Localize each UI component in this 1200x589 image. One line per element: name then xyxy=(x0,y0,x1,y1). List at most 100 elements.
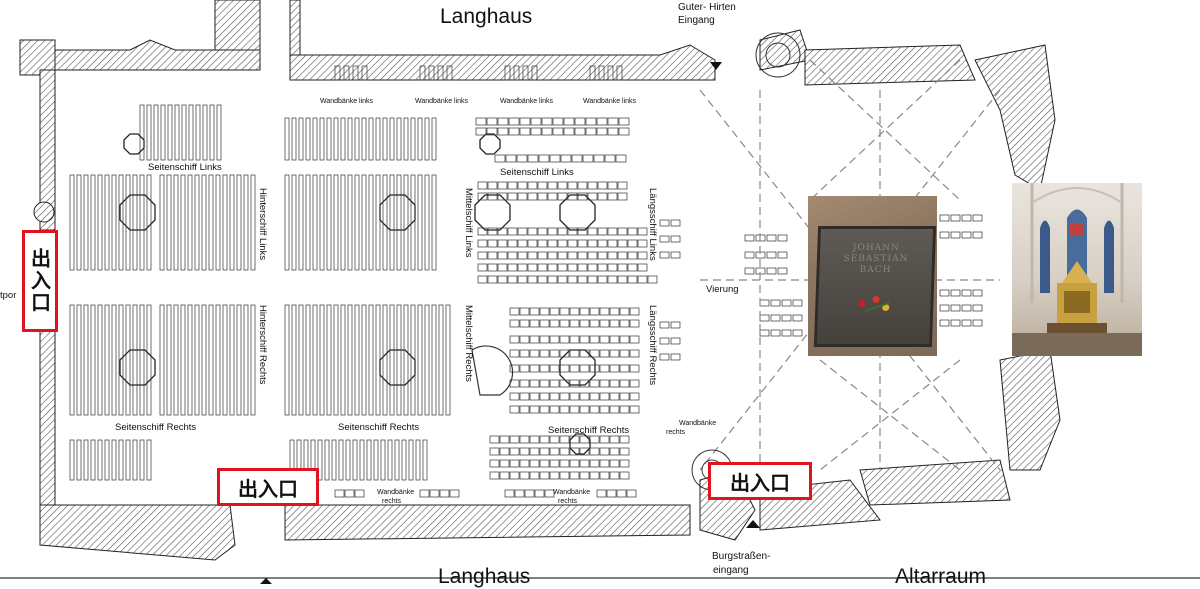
pew xyxy=(477,192,488,201)
pew xyxy=(589,349,600,358)
pew xyxy=(597,239,608,248)
entrance-south-left-marker[interactable]: 出入口 xyxy=(217,468,319,506)
pew xyxy=(617,239,628,248)
pew xyxy=(972,319,983,327)
pew xyxy=(508,117,520,126)
pew xyxy=(97,304,103,416)
pew xyxy=(547,251,558,260)
pew xyxy=(509,392,520,401)
wandbaenke-links-1-label: Wandbänke links xyxy=(320,98,374,105)
pew xyxy=(504,65,511,81)
pew xyxy=(792,299,803,307)
laengsschiff-rechts-label: Längsschiff Rechts xyxy=(647,305,658,386)
seitenschiff-rechts-right-label: Seitenschiff Rechts xyxy=(548,425,630,436)
pew xyxy=(579,471,590,480)
pew xyxy=(326,174,332,271)
pew xyxy=(579,319,590,328)
pew xyxy=(567,251,578,260)
mittelschiff-links-label: Mittelschiff Links xyxy=(463,188,474,258)
pew xyxy=(343,65,350,81)
pew xyxy=(537,239,548,248)
seitenschiff-links-label: Seitenschiff Links xyxy=(148,162,222,173)
pew xyxy=(744,251,755,259)
entrance-west-marker[interactable]: 出入口 xyxy=(22,230,58,332)
pew xyxy=(509,459,520,468)
pew xyxy=(626,489,637,498)
pew xyxy=(609,392,620,401)
pew xyxy=(607,192,618,201)
pew xyxy=(487,251,498,260)
pew xyxy=(537,192,548,201)
wandbaenke-rechts-3b-label: rechts xyxy=(666,429,686,436)
guter-hirten-label: Guter- Hirten xyxy=(678,2,736,13)
pew xyxy=(76,174,82,271)
pew xyxy=(569,435,580,444)
pew xyxy=(604,154,616,163)
langhaus-top-label: Langhaus xyxy=(440,5,533,28)
pew xyxy=(619,319,630,328)
pew xyxy=(396,174,402,271)
pew xyxy=(539,405,550,414)
mittelschiff-rechts-label: Mittelschiff Rechts xyxy=(463,305,474,382)
wandbaenke-links-4-label: Wandbänke links xyxy=(583,98,637,105)
pew xyxy=(514,489,525,498)
pew xyxy=(529,459,540,468)
pew xyxy=(629,319,640,328)
pew xyxy=(527,227,538,236)
pew xyxy=(589,447,600,456)
pew xyxy=(389,174,395,271)
pew xyxy=(569,335,580,344)
pew xyxy=(417,117,423,161)
pew xyxy=(352,65,359,81)
pew xyxy=(76,439,82,481)
pew xyxy=(559,447,570,456)
pew xyxy=(619,379,630,388)
pew xyxy=(939,231,950,239)
pew xyxy=(90,174,96,271)
pew xyxy=(539,364,550,373)
pew xyxy=(389,304,395,416)
pew xyxy=(609,319,620,328)
pew xyxy=(519,307,530,316)
pew xyxy=(589,392,600,401)
pew xyxy=(354,489,365,498)
pew xyxy=(519,392,530,401)
pew xyxy=(587,227,598,236)
pew xyxy=(599,392,610,401)
wandbaenke-links-3-label: Wandbänke links xyxy=(500,98,554,105)
pew xyxy=(382,304,388,416)
pew xyxy=(513,65,520,81)
pew xyxy=(587,239,598,248)
pew xyxy=(549,471,560,480)
pew xyxy=(637,275,648,284)
pew xyxy=(167,104,173,161)
pew xyxy=(517,192,528,201)
pew xyxy=(373,439,379,481)
pew xyxy=(431,174,437,271)
pew xyxy=(609,349,620,358)
pew xyxy=(547,192,558,201)
entrance-south-right-marker[interactable]: 出入口 xyxy=(708,462,812,500)
pew xyxy=(579,435,590,444)
pew xyxy=(599,459,610,468)
pew xyxy=(305,304,311,416)
pew xyxy=(437,65,444,81)
pew xyxy=(559,307,570,316)
pew xyxy=(567,239,578,248)
pew xyxy=(497,239,508,248)
pew xyxy=(596,127,608,136)
pew xyxy=(597,227,608,236)
pew xyxy=(597,192,608,201)
grave-inscription-line-1: JOHANN xyxy=(852,243,901,253)
pew xyxy=(593,154,605,163)
pew xyxy=(519,471,530,480)
pew xyxy=(609,459,620,468)
pew xyxy=(537,275,548,284)
pew xyxy=(181,104,187,161)
pew xyxy=(569,364,580,373)
pew xyxy=(132,174,138,271)
wandbaenke-rechts-1b-label: rechts xyxy=(382,498,402,505)
pew xyxy=(549,405,560,414)
pew xyxy=(539,307,550,316)
pew xyxy=(552,127,564,136)
